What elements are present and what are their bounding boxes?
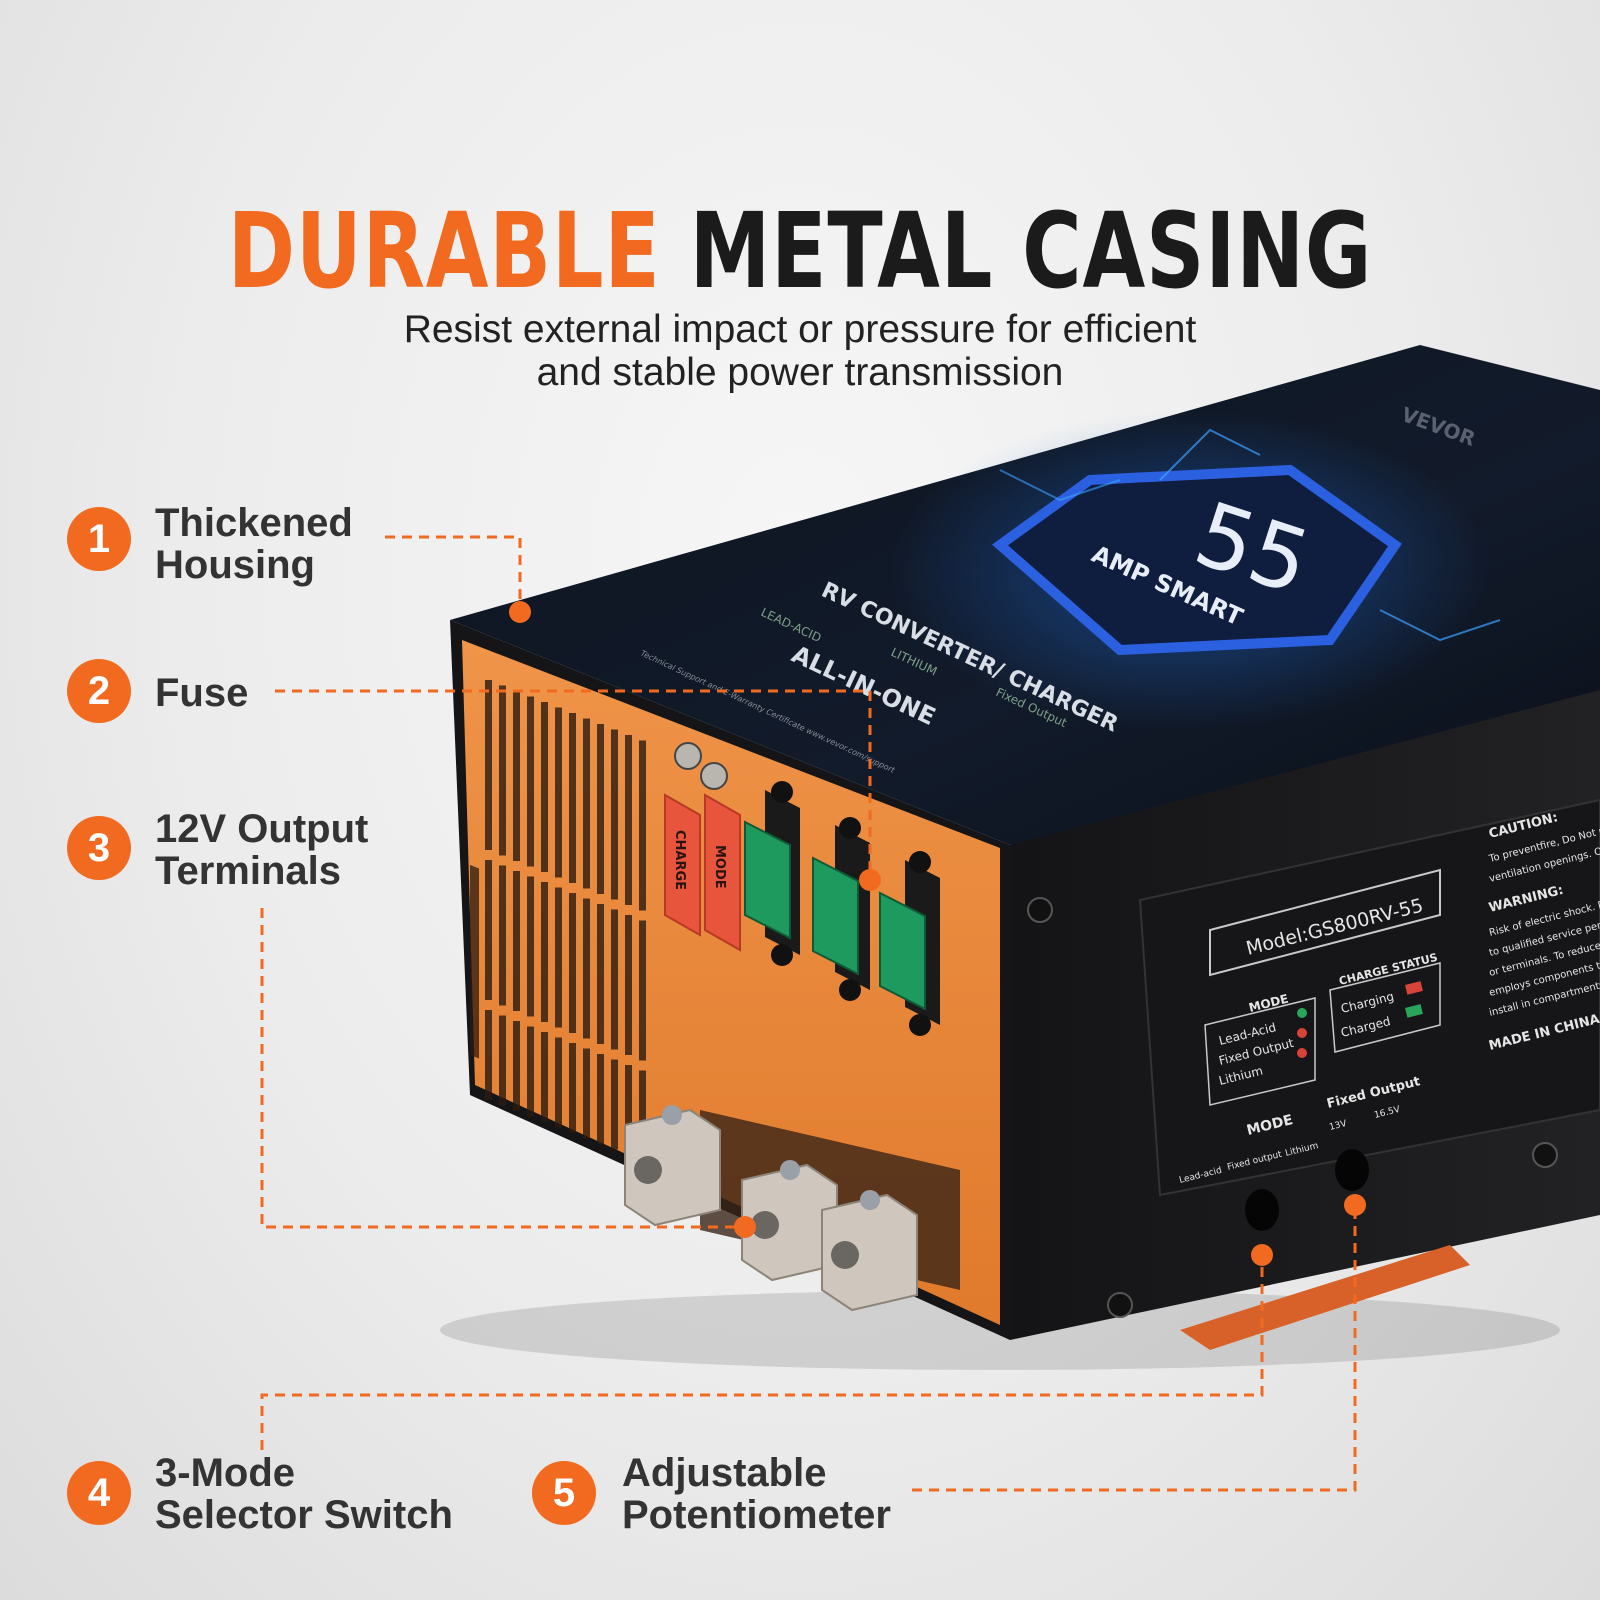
- hexagon-emblem: [991, 464, 1402, 656]
- vent-slot: [485, 680, 492, 850]
- vent-slot: [611, 729, 618, 900]
- feature-1-badge: 1: [67, 507, 131, 571]
- feature-4-label: 3-Mode Selector Switch: [155, 1452, 453, 1536]
- vent-slot: [485, 860, 492, 1000]
- vent-slot: [569, 1043, 576, 1133]
- subtitle-line-2: and stable power transmission: [536, 351, 1064, 394]
- vent-slot: [597, 724, 604, 894]
- vent-slot: [583, 718, 590, 889]
- vent-slot: [569, 893, 576, 1033]
- feature-2-line-1: Fuse: [155, 671, 249, 715]
- subtitle-line-1: Resist external impact or pressure for e…: [403, 308, 1197, 351]
- vent-slot: [527, 1026, 534, 1117]
- vent-slot: [597, 904, 604, 1044]
- side-label-panel: [1138, 798, 1600, 1197]
- vent-slot: [513, 1021, 520, 1111]
- feature-1-line-2: Housing: [155, 543, 315, 587]
- feature-4-badge: 4: [67, 1461, 131, 1525]
- vent-slot: [569, 713, 576, 883]
- vent-slot: [499, 1015, 506, 1106]
- vent-slot: [527, 696, 534, 867]
- vent-slot: [541, 1032, 548, 1122]
- mode-switch-hole: [1245, 1189, 1279, 1231]
- feature-5-line-2: Potentiometer: [622, 1493, 891, 1537]
- vent-slot: [611, 909, 618, 1050]
- feature-3-badge: 3: [67, 816, 131, 880]
- feature-5-badge: 5: [532, 1461, 596, 1525]
- feature-2-label: Fuse: [155, 672, 248, 714]
- vent-slot: [555, 887, 562, 1028]
- vent-slot: [555, 1037, 562, 1128]
- headline-rest: METAL CASING: [689, 190, 1373, 312]
- feature-3-label: 12V Output Terminals: [155, 808, 368, 892]
- potentiometer-hole: [1335, 1149, 1369, 1191]
- vent-slot: [485, 1010, 492, 1100]
- vent-slot: [513, 871, 520, 1011]
- model-box: [1209, 868, 1441, 977]
- vent-slot: [611, 1059, 618, 1150]
- vent-slot: [541, 702, 548, 872]
- feature-1-label: Thickened Housing: [155, 502, 353, 586]
- sticker-mode: MODE: [712, 845, 727, 889]
- headline: DURABLE METAL CASING: [176, 190, 1424, 312]
- vent-slot: [583, 1048, 590, 1139]
- vent-slot: [583, 898, 590, 1039]
- vent-slot: [527, 876, 534, 1017]
- feature-1-line-1: Thickened: [155, 501, 353, 545]
- fixed-output-min: 13V: [1328, 1119, 1348, 1133]
- vent-slot: [499, 865, 506, 1006]
- fuse-3: [879, 891, 926, 1011]
- vent-slot: [499, 685, 506, 856]
- vent-slot: [513, 691, 520, 861]
- vent-slot: [639, 740, 646, 911]
- subtitle: Resist external impact or pressure for e…: [0, 308, 1600, 394]
- vent-slot: [625, 735, 632, 905]
- feature-3-line-1: 12V Output: [155, 807, 369, 851]
- vent-slots: [470, 864, 479, 1059]
- vent-slot: [555, 707, 562, 878]
- feature-2-badge: 2: [67, 659, 131, 723]
- headline-accent: DURABLE: [227, 190, 661, 312]
- vent-slot: [639, 920, 646, 1061]
- sticker-charge: CHARGE: [672, 830, 687, 890]
- feature-4-line-2: Selector Switch: [155, 1493, 453, 1537]
- vent-slot: [541, 882, 548, 1022]
- feature-5-label: Adjustable Potentiometer: [622, 1452, 891, 1536]
- vent-slot: [597, 1054, 604, 1144]
- feature-3-line-2: Terminals: [155, 849, 341, 893]
- vent-slot: [625, 915, 632, 1055]
- feature-5-line-1: Adjustable: [622, 1451, 827, 1495]
- feature-4-line-1: 3-Mode: [155, 1451, 295, 1495]
